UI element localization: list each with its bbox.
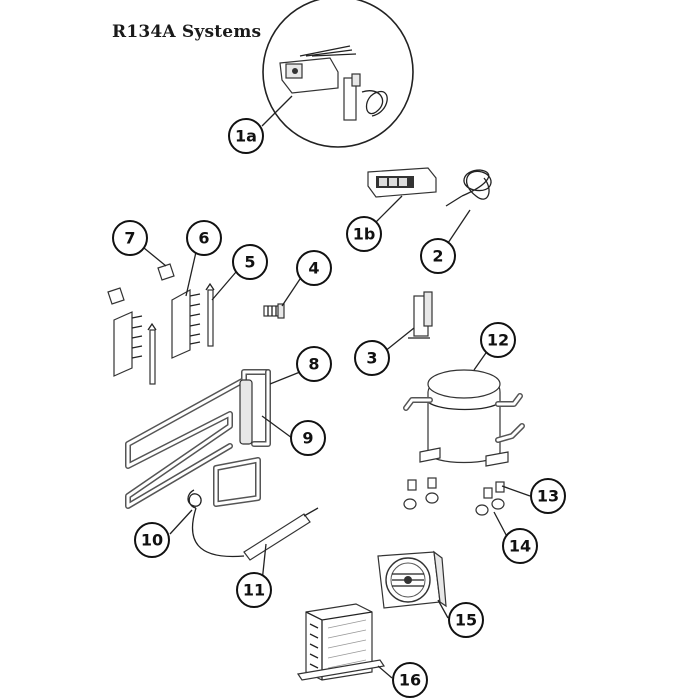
- callout-8: 8: [296, 346, 332, 382]
- callout-15: 15: [448, 602, 484, 638]
- page-title: R134A Systems: [112, 22, 262, 42]
- callout-6: 6: [186, 220, 222, 256]
- svg-text:1b: 1b: [353, 225, 376, 244]
- callout-11: 11: [236, 572, 272, 608]
- svg-text:5: 5: [244, 253, 255, 272]
- callout-16: 16: [392, 662, 428, 698]
- svg-text:9: 9: [302, 429, 313, 448]
- part-12-compressor: [403, 369, 525, 467]
- part-13-grommets: [407, 477, 505, 499]
- svg-text:16: 16: [399, 671, 421, 690]
- svg-text:8: 8: [308, 355, 319, 374]
- callout-13: 13: [530, 478, 566, 514]
- part-7-clip: [107, 263, 175, 305]
- part-5-probe: [147, 282, 215, 385]
- callout-12: 12: [480, 322, 516, 358]
- callout-3: 3: [354, 340, 390, 376]
- callout-7: 7: [112, 220, 148, 256]
- callout-2: 2: [420, 238, 456, 274]
- part-8-evaporator: [125, 369, 271, 509]
- detail-circle-1a: [262, 0, 414, 148]
- svg-text:7: 7: [124, 229, 135, 248]
- callout-9: 9: [290, 420, 326, 456]
- svg-text:14: 14: [509, 537, 531, 556]
- callout-4: 4: [296, 250, 332, 286]
- part-2-capillary-coil: [445, 169, 492, 207]
- svg-text:6: 6: [198, 229, 209, 248]
- callout-14: 14: [502, 528, 538, 564]
- part-16-condenser: [296, 603, 386, 681]
- leader-lines: [143, 95, 531, 679]
- svg-text:4: 4: [308, 259, 319, 278]
- callout-5: 5: [232, 244, 268, 280]
- part-11-filter-drier: [243, 507, 319, 561]
- part-15-fan: [377, 550, 447, 609]
- part-4-fitting: [263, 303, 285, 319]
- callout-1a: 1a: [228, 118, 264, 154]
- callout-10: 10: [134, 522, 170, 558]
- part-3-bracket: [408, 291, 433, 339]
- svg-text:12: 12: [487, 331, 509, 350]
- svg-text:15: 15: [455, 611, 477, 630]
- svg-text:1a: 1a: [235, 127, 257, 146]
- svg-text:11: 11: [243, 581, 265, 600]
- svg-text:2: 2: [432, 247, 443, 266]
- part-10-capillary: [187, 489, 245, 558]
- svg-text:13: 13: [537, 487, 559, 506]
- svg-text:10: 10: [141, 531, 163, 550]
- callout-1b: 1b: [346, 216, 382, 252]
- part-1b-controller: [367, 167, 437, 198]
- svg-text:3: 3: [366, 349, 377, 368]
- part-14-washers: [403, 492, 505, 516]
- part-6-comb-plate: [113, 288, 201, 377]
